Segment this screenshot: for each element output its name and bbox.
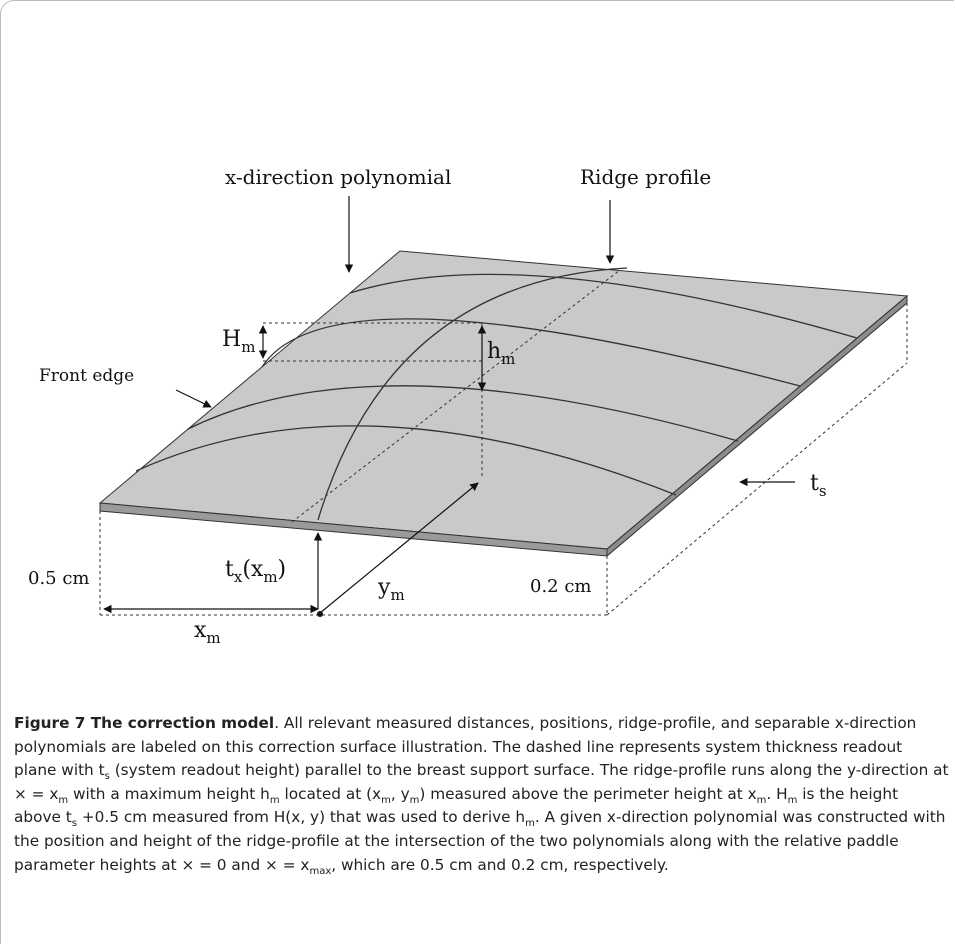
t-x-xm-label: tx(xm) xyxy=(225,557,286,586)
caption-sub: m xyxy=(58,794,69,806)
caption-sub: s xyxy=(71,818,77,830)
figure-caption: Figure 7 The correction model. All relev… xyxy=(14,712,949,877)
front-edge-label: Front edge xyxy=(39,366,134,386)
caption-sub: s xyxy=(104,771,110,783)
measurement-arrows xyxy=(103,196,795,614)
caption-sub: m xyxy=(409,794,420,806)
ridge-profile-curve xyxy=(317,267,628,521)
caption-text: +0.5 cm measured from H(x, y) that was u… xyxy=(77,808,526,827)
caption-sub: m xyxy=(787,794,798,806)
caption-text: (system readout height) parallel to the … xyxy=(14,761,949,803)
origin-dot xyxy=(317,611,323,617)
x-m-label: xm xyxy=(194,618,221,647)
caption-text: , which are 0.5 cm and 0.2 cm, respectiv… xyxy=(331,855,669,874)
caption-title: Figure 7 The correction model xyxy=(14,714,275,732)
caption-text: . H xyxy=(766,784,788,803)
half-cm-label: 0.5 cm xyxy=(28,568,90,589)
caption-text: . All relevant measured distances, posit… xyxy=(14,714,917,780)
h-m-label: hm xyxy=(487,339,515,368)
x-direction-polynomial-label: x-direction polynomial xyxy=(225,165,451,189)
caption-sub: m xyxy=(269,794,280,806)
caption-sub: m xyxy=(525,818,535,830)
caption-sub: m xyxy=(756,794,767,806)
two-tenths-cm-label: 0.2 cm xyxy=(530,576,592,597)
dashed-guides xyxy=(99,269,908,616)
x-direction-polynomials xyxy=(135,273,858,496)
caption-text: is the height above t xyxy=(14,784,899,827)
H-m-label: Hm xyxy=(222,327,255,356)
y-m-label: ym xyxy=(377,575,405,604)
caption-text: located at (x xyxy=(279,784,382,803)
t-s-label: ts xyxy=(810,471,827,500)
caption-text: with a maximum height h xyxy=(68,784,270,803)
caption-text: . A given x-direction polynomial was con… xyxy=(14,808,946,874)
caption-sub: m xyxy=(381,794,391,806)
correction-model-figure: x-direction polynomial Ridge profile Fro… xyxy=(28,165,909,647)
ridge-profile-label: Ridge profile xyxy=(580,165,711,189)
caption-text: , y xyxy=(390,784,410,803)
caption-sub: max xyxy=(309,865,332,877)
caption-text: ) measured above the perimeter height at… xyxy=(419,784,757,803)
